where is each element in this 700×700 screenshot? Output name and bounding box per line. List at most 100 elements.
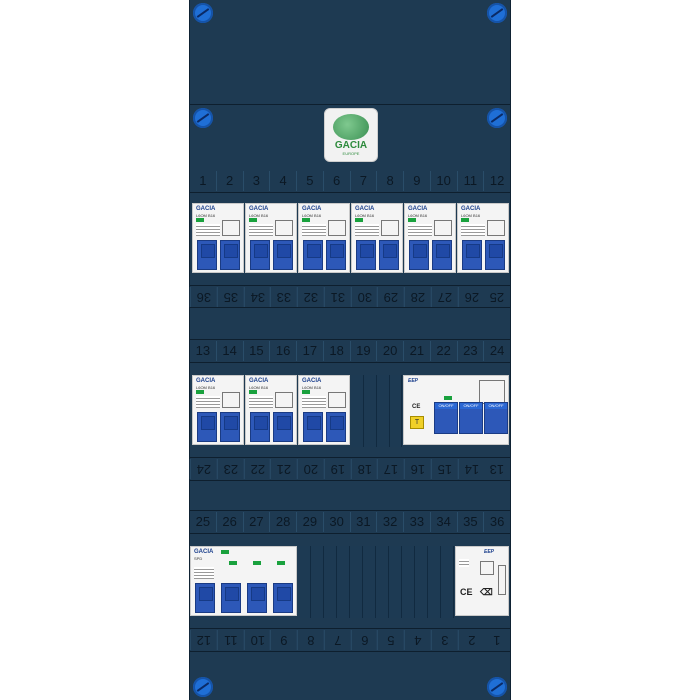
circuit-number: 29 bbox=[377, 287, 404, 307]
blank-slot bbox=[376, 546, 389, 618]
test-button[interactable]: T bbox=[410, 416, 424, 429]
circuit-number: 15 bbox=[430, 459, 458, 479]
circuit-number: 34 bbox=[243, 287, 271, 307]
spec-label bbox=[461, 224, 485, 236]
panel-seam bbox=[190, 104, 510, 105]
toggle-handle[interactable] bbox=[273, 412, 293, 442]
toggle-handle[interactable] bbox=[409, 240, 429, 270]
rcd-switch[interactable]: ON/OFF bbox=[459, 402, 483, 434]
circuit-number: 36 bbox=[190, 287, 217, 307]
mcb-module[interactable]: GACIA L6OM B16 bbox=[298, 375, 350, 445]
divider bbox=[190, 339, 510, 340]
toggle-handle[interactable] bbox=[220, 412, 240, 442]
status-indicator bbox=[302, 218, 310, 222]
circuit-number: 24 bbox=[489, 343, 505, 358]
mcb-brand: GACIA bbox=[355, 206, 375, 212]
mcb-rating: L6OM B16 bbox=[249, 385, 269, 390]
circuit-number: 30 bbox=[350, 287, 378, 307]
circuit-diagram bbox=[328, 220, 346, 236]
globe-icon bbox=[333, 114, 369, 140]
toggle-handle[interactable] bbox=[356, 240, 376, 270]
blank-slot bbox=[364, 375, 377, 447]
circuit-number-row: 1 2 3 4 5 6 7 8 9 10 11 12 bbox=[190, 171, 510, 191]
ce-mark: CE bbox=[460, 587, 473, 597]
circuit-number: 26 bbox=[457, 287, 485, 307]
screw-icon bbox=[193, 108, 213, 128]
energy-meter-module: EEP CE ⌫ bbox=[455, 546, 509, 616]
toggle-handle[interactable] bbox=[485, 240, 505, 270]
toggle-handle[interactable] bbox=[326, 240, 346, 270]
mcb-module[interactable]: GACIA L6OM B16 bbox=[404, 203, 456, 273]
mcb-module[interactable]: GACIA L6OM B16 bbox=[351, 203, 403, 273]
status-indicator bbox=[249, 218, 257, 222]
circuit-number: 36 bbox=[489, 514, 505, 529]
circuit-number: 35 bbox=[216, 287, 244, 307]
toggle-handle[interactable] bbox=[250, 412, 270, 442]
mcb-brand: GACIA bbox=[302, 378, 322, 384]
circuit-number: 18 bbox=[324, 341, 351, 361]
circuit-number: 35 bbox=[458, 512, 485, 532]
blank-slot bbox=[298, 546, 311, 618]
toggle-handle[interactable] bbox=[273, 583, 293, 613]
toggle-handle[interactable] bbox=[197, 240, 217, 270]
mcb-module[interactable]: GACIA L6OM B16 bbox=[192, 203, 244, 273]
rcd-switch[interactable]: ON/OFF bbox=[434, 402, 458, 434]
ce-mark: CE bbox=[412, 404, 421, 410]
circuit-number: 21 bbox=[404, 341, 431, 361]
toggle-handle[interactable] bbox=[273, 240, 293, 270]
mcb-brand: GACIA bbox=[461, 206, 481, 212]
circuit-number: 33 bbox=[270, 287, 297, 307]
blank-slot bbox=[350, 546, 363, 618]
divider bbox=[190, 480, 510, 481]
mcb-rating: L6OM B16 bbox=[461, 213, 481, 218]
blank-slot bbox=[441, 546, 454, 618]
circuit-number-row: 13 14 15 16 17 18 19 20 21 22 23 24 bbox=[190, 341, 510, 361]
blank-slot bbox=[390, 375, 402, 447]
spec-label bbox=[249, 396, 273, 408]
mcb-module[interactable]: GACIA L6OM B16 bbox=[245, 203, 297, 273]
surge-brand: GACIA bbox=[194, 549, 214, 555]
mcb-module[interactable]: GACIA L6OM B16 bbox=[245, 375, 297, 445]
toggle-handle[interactable] bbox=[379, 240, 399, 270]
blank-slot bbox=[402, 546, 415, 618]
circuit-number: 14 bbox=[217, 341, 244, 361]
toggle-handle[interactable] bbox=[462, 240, 482, 270]
blank-slot bbox=[351, 375, 364, 447]
circuit-number-row: 25 26 27 28 29 30 31 32 33 34 35 36 bbox=[190, 512, 510, 532]
blank-slot bbox=[324, 546, 337, 618]
screw-icon bbox=[487, 3, 507, 23]
circuit-number: 10 bbox=[243, 630, 271, 650]
mcb-brand: GACIA bbox=[249, 378, 269, 384]
toggle-handle[interactable] bbox=[303, 412, 323, 442]
status-indicator bbox=[196, 390, 204, 394]
toggle-handle[interactable] bbox=[250, 240, 270, 270]
mcb-module[interactable]: GACIA L6OM B16 bbox=[457, 203, 509, 273]
toggle-handle[interactable] bbox=[432, 240, 452, 270]
circuit-number: 30 bbox=[324, 512, 351, 532]
spec-label bbox=[196, 224, 220, 236]
toggle-handle[interactable] bbox=[303, 240, 323, 270]
toggle-handle[interactable] bbox=[220, 240, 240, 270]
surge-protector-module[interactable]: GACIA SPD bbox=[190, 546, 297, 616]
toggle-handle[interactable] bbox=[221, 583, 241, 613]
status-indicator bbox=[444, 396, 452, 400]
mcb-rating: L6OM B16 bbox=[408, 213, 428, 218]
status-indicator bbox=[461, 218, 469, 222]
toggle-handle[interactable] bbox=[197, 412, 217, 442]
circuit-number: 16 bbox=[270, 341, 297, 361]
toggle-handle[interactable] bbox=[247, 583, 267, 613]
spec-label bbox=[196, 396, 220, 408]
mcb-module[interactable]: GACIA L6OM B16 bbox=[298, 203, 350, 273]
circuit-number: 2 bbox=[457, 630, 485, 650]
rcd-module[interactable]: EEP T CE ON/OFF ON/OFF ON/OFF bbox=[403, 375, 509, 445]
circuit-number: 12 bbox=[190, 630, 217, 650]
mcb-module[interactable]: GACIA L6OM B16 bbox=[192, 375, 244, 445]
divider bbox=[190, 510, 510, 511]
toggle-handle[interactable] bbox=[326, 412, 346, 442]
circuit-number: 26 bbox=[217, 512, 244, 532]
rcd-switch[interactable]: ON/OFF bbox=[484, 402, 508, 434]
toggle-handle[interactable] bbox=[195, 583, 215, 613]
circuit-number: 27 bbox=[430, 287, 458, 307]
circuit-number: 7 bbox=[323, 630, 351, 650]
circuit-number: 32 bbox=[377, 512, 404, 532]
